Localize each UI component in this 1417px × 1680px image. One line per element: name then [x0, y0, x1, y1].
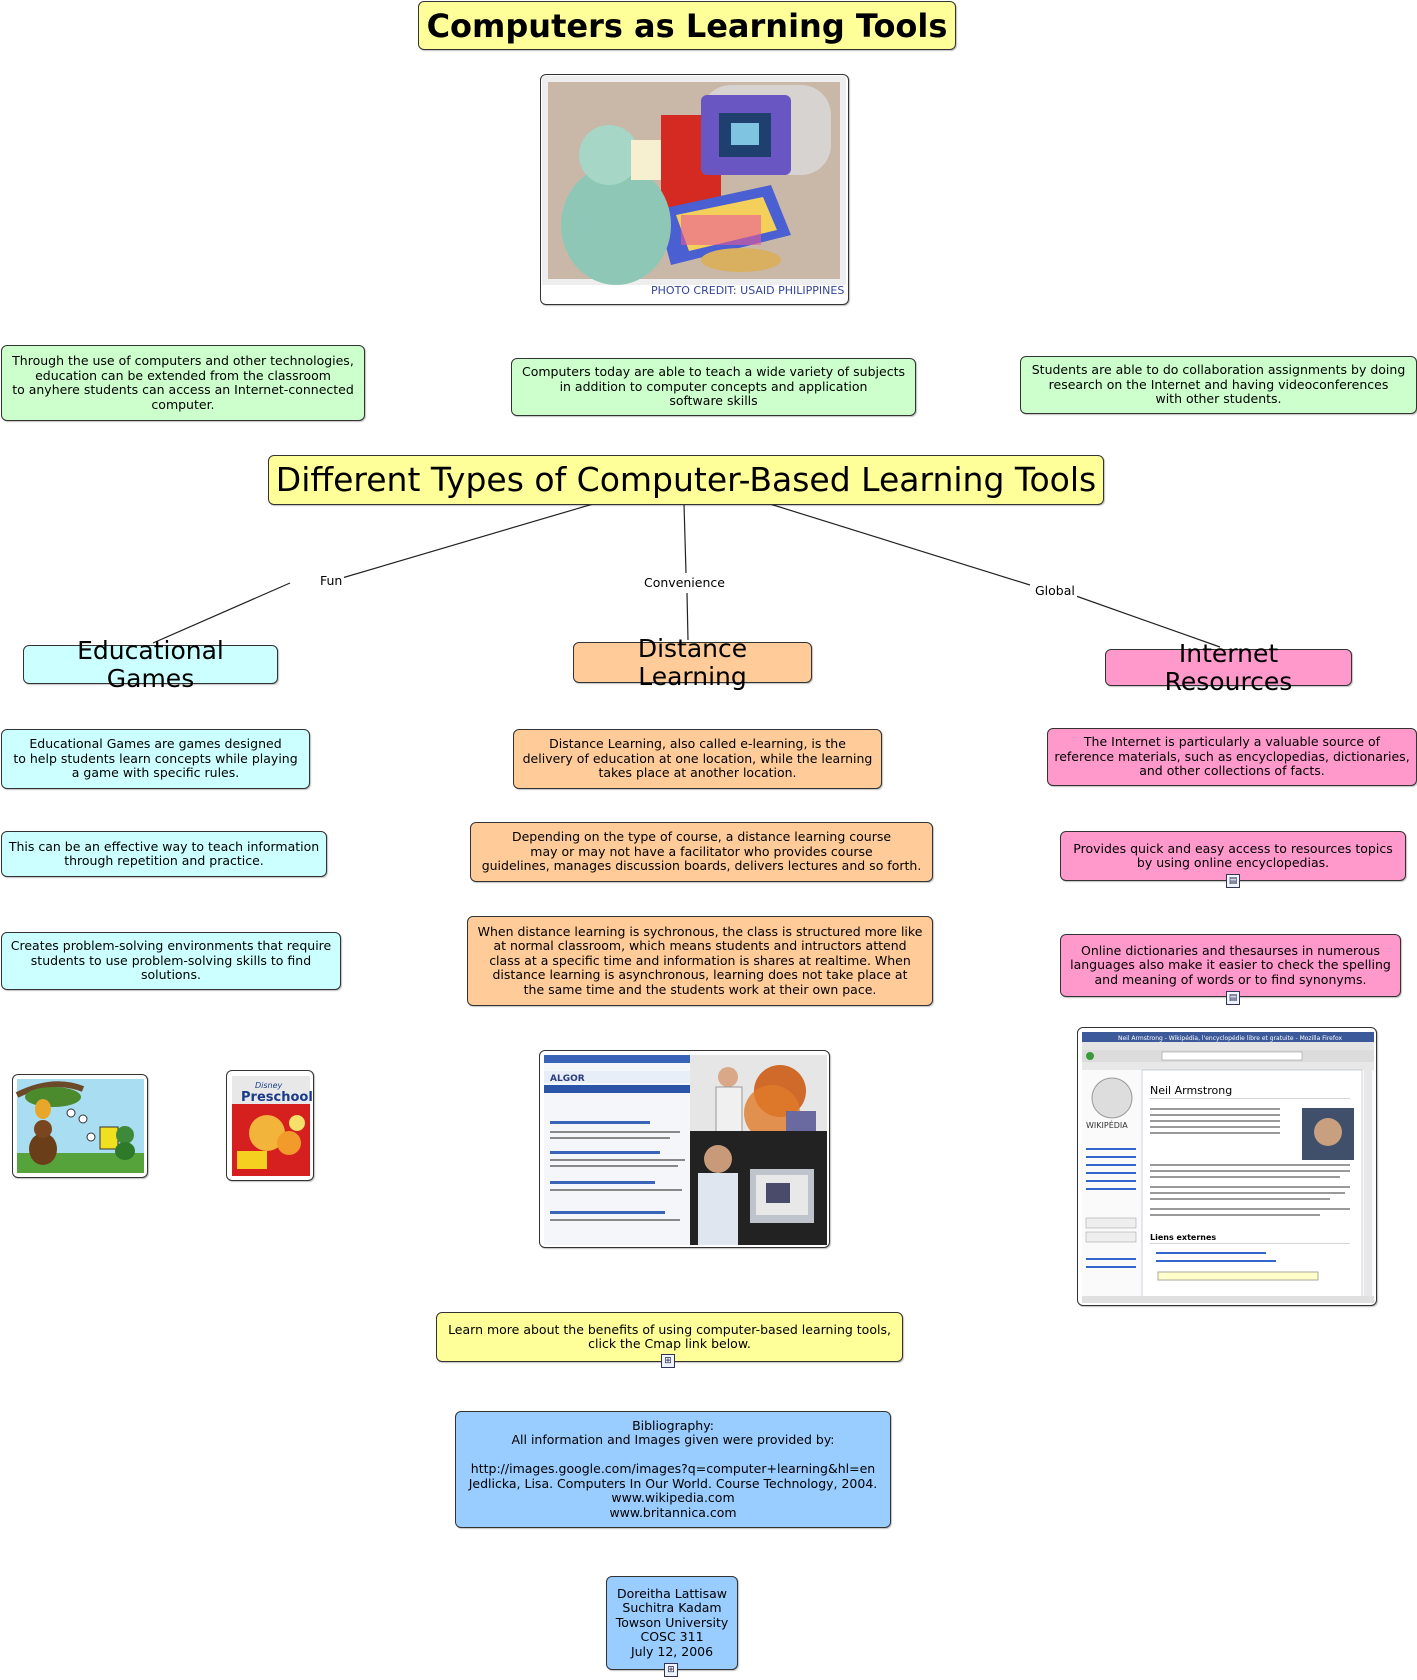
link-global-2 [1075, 595, 1221, 648]
wiki-logo: WIKIPÉDIA [1086, 1119, 1128, 1130]
cmap-link-icon[interactable]: ⊞ [664, 1663, 678, 1677]
kid-computer-photo: PHOTO CREDIT: USAID PHILIPPINES [540, 74, 849, 305]
main-concept: Different Types of Computer-Based Learni… [268, 455, 1104, 505]
internet-note-encyclopedias: Provides quick and easy access to resour… [1060, 831, 1406, 881]
intro-note-collaboration: Students are able to do collaboration as… [1020, 356, 1417, 414]
category-educational-games: Educational Games [23, 636, 278, 692]
distance-learning-screenshot: ALGOR [539, 1050, 830, 1248]
game-screenshot-illustration [15, 1079, 144, 1173]
authors-note: Doreitha Lattisaw Suchitra Kadam Towson … [606, 1576, 738, 1670]
wikipedia-page-illustration: Neil Armstrong - Wikipédia, l'encyclopéd… [1082, 1032, 1374, 1303]
learn-more-note: Learn more about the benefits of using c… [436, 1312, 903, 1362]
link-label-convenience: Convenience [642, 575, 727, 590]
internet-note-dictionaries: Online dictionaries and thesaurses in nu… [1060, 934, 1401, 997]
link-convenience-2 [686, 592, 689, 641]
wiki-article-title: Neil Armstrong [1150, 1084, 1232, 1097]
game-screenshot-image [12, 1074, 148, 1178]
intro-note-extended-education: Through the use of computers and other t… [1, 345, 365, 421]
category-distance-learning: Distance Learning [573, 634, 812, 690]
box-brand: Disney [255, 1081, 283, 1090]
games-note-repetition: This can be an effective way to teach in… [1, 831, 327, 877]
resource-link-icon[interactable]: ▤ [1226, 874, 1240, 888]
link-global [769, 503, 1031, 586]
link-fun-2 [152, 582, 291, 644]
photo-credit: PHOTO CREDIT: USAID PHILIPPINES [651, 284, 845, 297]
games-note-problem-solving: Creates problem-solving environments tha… [1, 932, 341, 990]
link-label-fun: Fun [318, 573, 345, 588]
distance-learning-collage: ALGOR [544, 1055, 827, 1245]
wikipedia-screenshot: Neil Armstrong - Wikipédia, l'encyclopéd… [1077, 1027, 1377, 1306]
screenshot-logo: ALGOR [550, 1074, 585, 1084]
map-title: Computers as Learning Tools [418, 1, 956, 50]
category-internet-resources: Internet Resources [1105, 639, 1352, 695]
cmap-link-icon[interactable]: ⊞ [661, 1354, 675, 1368]
distance-note-definition: Distance Learning, also called e-learnin… [513, 729, 882, 789]
link-label-global: Global [1033, 583, 1077, 598]
preschool-game-box-image: Disney Preschool [226, 1070, 314, 1181]
resource-link-icon[interactable]: ▤ [1226, 991, 1240, 1005]
box-title: Preschool [241, 1090, 313, 1105]
intro-note-variety-subjects: Computers today are able to teach a wide… [511, 358, 916, 416]
preschool-box-illustration: Disney Preschool [232, 1076, 313, 1176]
wiki-section-title: Liens externes [1150, 1233, 1216, 1242]
link-convenience [683, 503, 687, 574]
link-fun [341, 503, 594, 579]
games-note-definition: Educational Games are games designed to … [1, 729, 310, 789]
internet-note-reference: The Internet is particularly a valuable … [1047, 728, 1417, 786]
kid-computer-illustration [542, 76, 846, 285]
distance-note-facilitator: Depending on the type of course, a dista… [470, 822, 933, 882]
bibliography-note: Bibliography: All information and Images… [455, 1411, 891, 1528]
wiki-window-title: Neil Armstrong - Wikipédia, l'encyclopéd… [1118, 1035, 1342, 1042]
distance-note-sync-async: When distance learning is sychronous, th… [467, 916, 933, 1006]
